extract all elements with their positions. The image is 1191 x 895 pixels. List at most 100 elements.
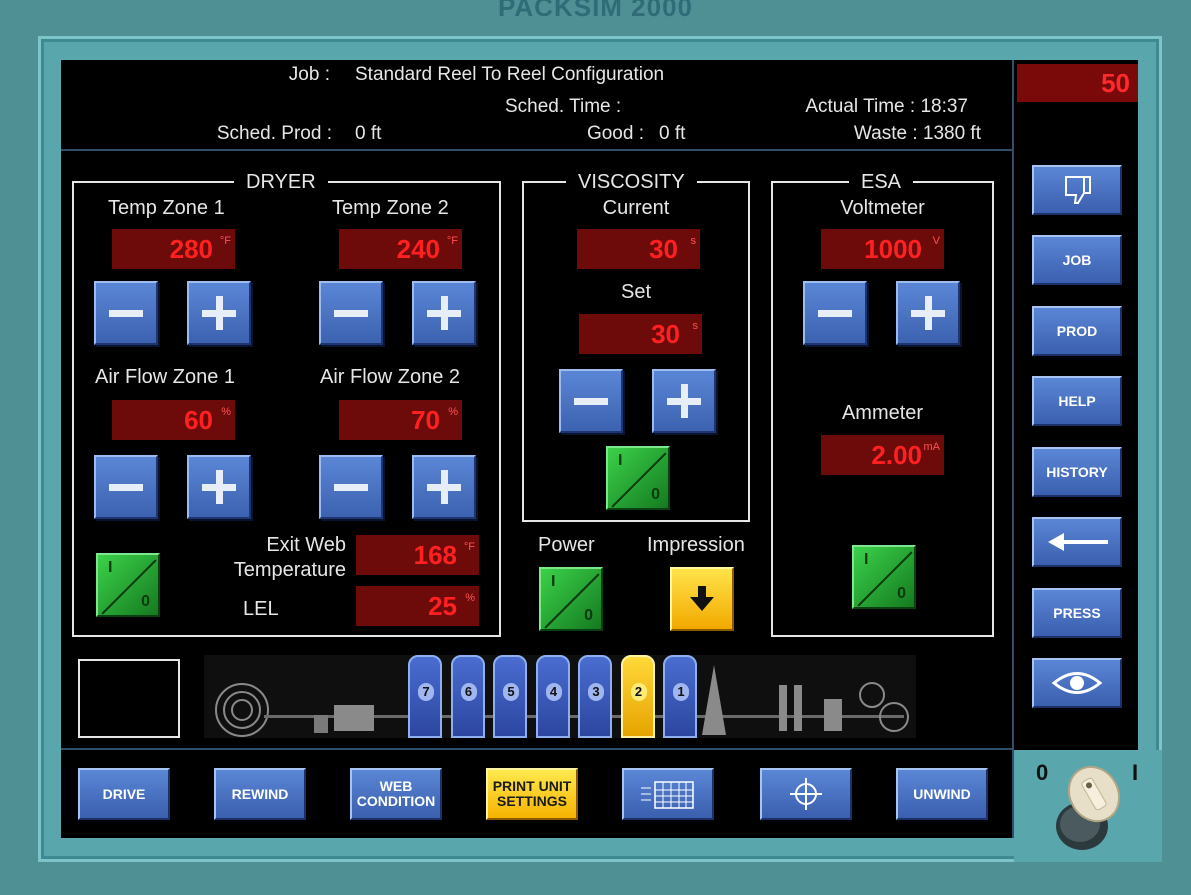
web-condition-button[interactable]: WEB CONDITION bbox=[350, 768, 442, 820]
airflow-zone2-display: 70% bbox=[339, 400, 462, 440]
waste-value: Waste : 1380 ft bbox=[853, 123, 981, 144]
viscosity-current-label: Current bbox=[602, 197, 670, 219]
sched-time-label: Sched. Time : bbox=[505, 96, 622, 117]
minus-icon bbox=[818, 310, 852, 317]
back-button[interactable] bbox=[1032, 517, 1122, 567]
temp-zone2-display: 240°F bbox=[339, 229, 462, 269]
viscosity-increase-button[interactable] bbox=[652, 369, 716, 433]
key-switch[interactable] bbox=[1044, 754, 1134, 854]
temp-zone1-decrease-button[interactable] bbox=[94, 281, 158, 345]
divider bbox=[61, 149, 1013, 151]
key-off-label: 0 bbox=[1036, 760, 1049, 785]
voltmeter-label: Voltmeter bbox=[840, 197, 925, 219]
print-unit-number: 2 bbox=[630, 683, 647, 701]
minus-icon bbox=[109, 484, 143, 491]
arrow-left-icon bbox=[1048, 533, 1108, 551]
print-unit-number: 3 bbox=[588, 683, 604, 701]
help-button[interactable]: HELP bbox=[1032, 376, 1122, 426]
minus-icon bbox=[334, 310, 368, 317]
esa-decrease-button[interactable] bbox=[803, 281, 867, 345]
divider bbox=[61, 748, 1013, 750]
thumbs-down-button[interactable] bbox=[1032, 165, 1122, 215]
crosshair-icon bbox=[790, 778, 822, 810]
minus-icon bbox=[334, 484, 368, 491]
temp-zone2-label: Temp Zone 2 bbox=[332, 197, 449, 219]
good-value: 0 ft bbox=[659, 123, 686, 144]
drive-button[interactable]: DRIVE bbox=[78, 768, 170, 820]
sched-prod-label: Sched. Prod : bbox=[216, 123, 332, 144]
thumbs-down-icon bbox=[1065, 176, 1091, 204]
unwind-button[interactable]: UNWIND bbox=[896, 768, 988, 820]
good-label: Good : bbox=[586, 123, 644, 144]
print-unit-settings-button[interactable]: PRINT UNIT SETTINGS bbox=[486, 768, 578, 820]
airflow-zone1-decrease-button[interactable] bbox=[94, 455, 158, 519]
arrow-down-icon bbox=[690, 586, 714, 611]
temp-zone1-display: 280°F bbox=[112, 229, 235, 269]
temp-zone2-decrease-button[interactable] bbox=[319, 281, 383, 345]
press-button[interactable]: PRESS bbox=[1032, 588, 1122, 638]
impression-label: Impression bbox=[647, 534, 745, 556]
lel-display: 25% bbox=[356, 586, 479, 626]
power-label: Power bbox=[538, 534, 595, 556]
key-switch-area: 0 I bbox=[1014, 750, 1162, 862]
esa-panel: ESA bbox=[771, 171, 994, 637]
airflow-zone1-label: Air Flow Zone 1 bbox=[95, 366, 236, 388]
airflow-zone1-display: 60% bbox=[112, 400, 235, 440]
history-button[interactable]: HISTORY bbox=[1032, 447, 1122, 497]
airflow-zone2-increase-button[interactable] bbox=[412, 455, 476, 519]
dryer-title: DRYER bbox=[234, 171, 328, 194]
print-unit-6[interactable]: 6 bbox=[450, 655, 485, 738]
impression-button[interactable] bbox=[670, 567, 734, 631]
minus-icon bbox=[109, 310, 143, 317]
lel-label: LEL bbox=[243, 598, 279, 620]
schedule-button[interactable] bbox=[622, 768, 714, 820]
print-unit-3[interactable]: 3 bbox=[578, 655, 612, 738]
airflow-zone1-increase-button[interactable] bbox=[187, 455, 251, 519]
rewind-button[interactable]: REWIND bbox=[214, 768, 306, 820]
print-unit-7[interactable]: 7 bbox=[408, 655, 442, 738]
temp-zone2-increase-button[interactable] bbox=[412, 281, 476, 345]
viscosity-panel: VISCOSITY bbox=[522, 171, 750, 522]
viscosity-set-label: Set bbox=[620, 281, 652, 303]
divider bbox=[1012, 60, 1014, 838]
print-unit-number: 4 bbox=[545, 683, 562, 701]
job-value: Standard Reel To Reel Configuration bbox=[355, 64, 665, 85]
esa-increase-button[interactable] bbox=[896, 281, 960, 345]
job-button[interactable]: JOB bbox=[1032, 235, 1122, 285]
preview-box bbox=[78, 659, 180, 738]
print-unit-5[interactable]: 5 bbox=[493, 655, 527, 738]
airflow-zone2-decrease-button[interactable] bbox=[319, 455, 383, 519]
print-unit-number: 7 bbox=[418, 683, 434, 701]
viscosity-title: VISCOSITY bbox=[566, 171, 697, 194]
print-unit-number: 6 bbox=[460, 683, 477, 701]
temp-zone1-label: Temp Zone 1 bbox=[108, 197, 225, 219]
dryer-panel: DRYER bbox=[72, 171, 501, 637]
sched-prod-value: 0 ft bbox=[355, 123, 382, 144]
view-button[interactable] bbox=[1032, 658, 1122, 708]
ammeter-label: Ammeter bbox=[841, 402, 924, 424]
temp-zone1-increase-button[interactable] bbox=[187, 281, 251, 345]
job-label: Job : bbox=[288, 64, 330, 85]
print-unit-2[interactable]: 2 bbox=[620, 655, 655, 738]
esa-title: ESA bbox=[849, 171, 914, 194]
eye-icon bbox=[1051, 672, 1103, 694]
print-unit-4[interactable]: 4 bbox=[535, 655, 570, 738]
minus-icon bbox=[574, 398, 608, 405]
exit-web-temp-display: 168°F bbox=[356, 535, 479, 575]
viscosity-decrease-button[interactable] bbox=[559, 369, 623, 433]
airflow-zone2-label: Air Flow Zone 2 bbox=[320, 366, 461, 388]
prod-button[interactable]: PROD bbox=[1032, 306, 1122, 356]
counter-display: 50 bbox=[1017, 64, 1138, 102]
print-unit-1[interactable]: 1 bbox=[663, 655, 697, 738]
print-unit-number: 1 bbox=[673, 683, 689, 701]
key-on-label: I bbox=[1132, 760, 1139, 785]
register-button[interactable] bbox=[760, 768, 852, 820]
